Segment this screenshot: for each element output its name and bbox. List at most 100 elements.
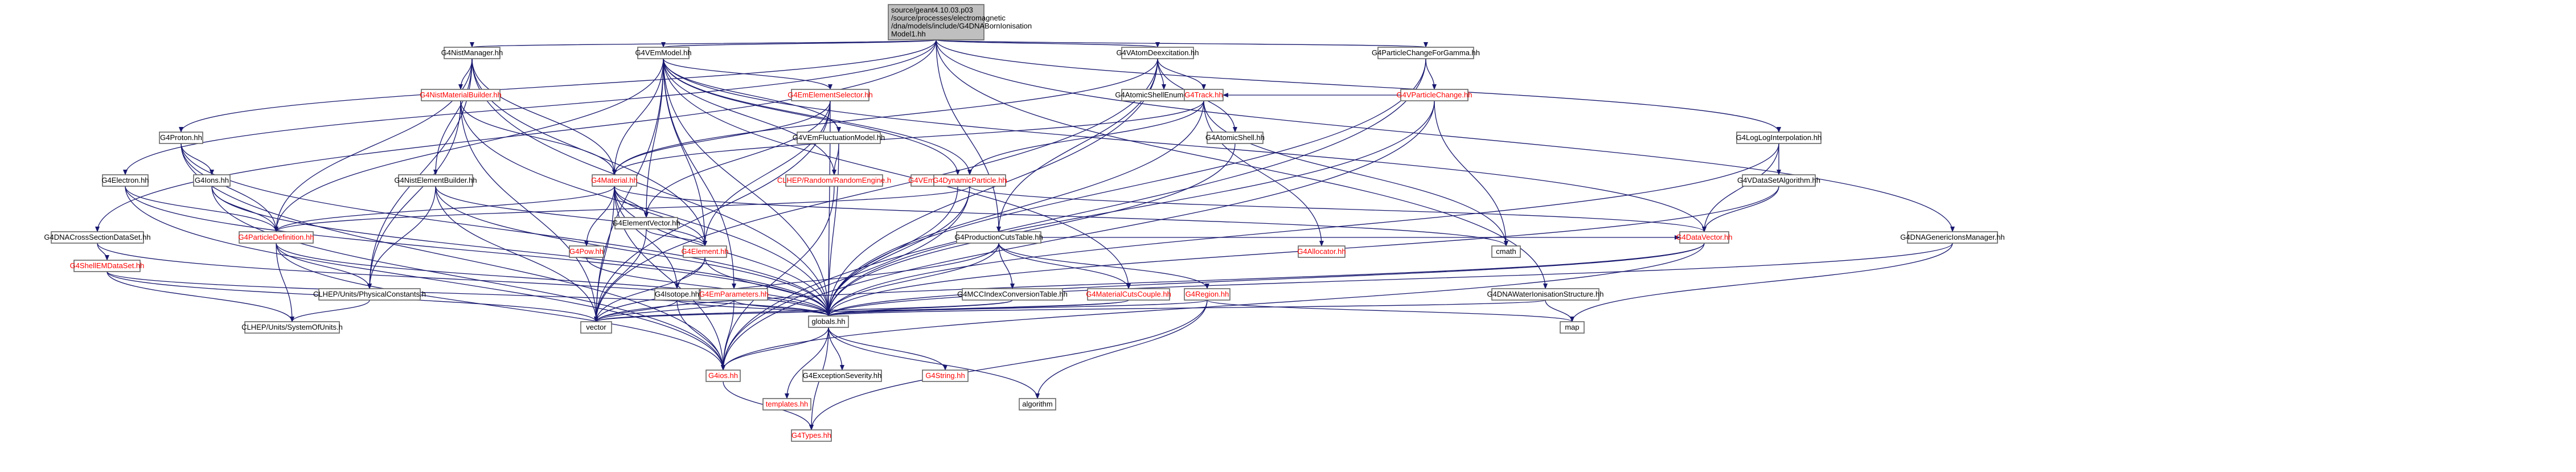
header-file-node[interactable]: G4DynamicParticle.hh xyxy=(933,174,1007,187)
node-box xyxy=(1298,245,1346,258)
node-label: G4Ions.hh xyxy=(195,176,229,184)
include-edge xyxy=(97,243,831,317)
include-edge xyxy=(460,100,617,175)
header-file-node[interactable]: G4DataVector.hh xyxy=(1676,231,1733,244)
include-edge xyxy=(721,186,835,371)
header-file-node[interactable]: G4NistMaterialBuilder.hh xyxy=(420,89,502,101)
header-file-node[interactable]: G4Material.hh xyxy=(591,174,638,187)
header-file-node[interactable]: algorithm xyxy=(1019,398,1056,411)
node-label: G4EmElementSelector.hh xyxy=(787,91,873,99)
include-edge xyxy=(826,186,970,317)
node-label: G4Material.hh xyxy=(591,176,638,184)
header-file-node[interactable]: cmath xyxy=(1491,245,1521,258)
node-label: G4ElementVector.hh xyxy=(612,219,680,227)
include-edge xyxy=(1035,299,1208,399)
include-edge xyxy=(290,299,370,322)
node-label: globals.hh xyxy=(811,317,845,326)
header-file-node[interactable]: G4VDataSetAlgorithm.hh xyxy=(1737,174,1820,187)
header-file-node[interactable]: CLHEP/Units/SystemOfUnits.h xyxy=(241,321,343,334)
node-label: G4NistManager.hh xyxy=(441,48,503,57)
header-file-node[interactable]: G4ProductionCutsTable.hh xyxy=(954,231,1043,244)
include-edge xyxy=(936,39,1781,133)
include-edge xyxy=(676,299,725,371)
node-label: G4VDataSetAlgorithm.hh xyxy=(1737,176,1820,184)
header-file-node[interactable]: G4ElementVector.hh xyxy=(612,217,680,229)
include-edge xyxy=(826,143,839,317)
include-edge xyxy=(125,186,831,317)
header-file-node[interactable]: G4Region.hh xyxy=(1184,288,1230,301)
header-file-node[interactable]: G4VParticleChange.hh xyxy=(1397,89,1472,101)
node-label: templates.hh xyxy=(766,400,808,408)
node-label: G4ParticleDefinition.hh xyxy=(239,233,314,241)
header-file-node[interactable]: G4Isotope.hh xyxy=(654,288,700,301)
header-file-node[interactable]: G4VEmModel.hh xyxy=(635,47,692,59)
header-file-node[interactable]: G4MaterialCutsCouple.hh xyxy=(1086,288,1171,301)
include-edge xyxy=(998,243,1131,289)
include-edge xyxy=(125,186,278,232)
header-file-node[interactable]: G4EmParameters.hh xyxy=(699,288,769,301)
header-file-node[interactable]: G4DNAWaterIonisationStructure.hh xyxy=(1487,288,1604,301)
header-file-node[interactable]: G4VEmFluctuationModel.hh xyxy=(793,132,885,144)
node-label: G4Isotope.hh xyxy=(655,290,699,298)
include-edge xyxy=(274,58,473,232)
header-file-node[interactable]: G4Element.hh xyxy=(681,245,729,258)
header-file-node[interactable]: vector xyxy=(580,321,612,334)
header-file-node[interactable]: CLHEP/Random/RandomEngine.h xyxy=(777,174,891,187)
node-box xyxy=(700,288,768,301)
header-file-node[interactable]: G4NistManager.hh xyxy=(441,47,503,59)
node-box xyxy=(102,174,149,187)
header-file-node[interactable]: G4ios.hh xyxy=(705,370,741,382)
header-file-node[interactable]: G4DNACrossSectionDataSet.hh xyxy=(44,231,151,244)
header-file-node[interactable]: G4Proton.hh xyxy=(159,132,203,144)
header-file-node[interactable]: G4Ions.hh xyxy=(193,174,231,187)
header-file-node[interactable]: G4String.hh xyxy=(922,370,969,382)
header-file-node[interactable]: map xyxy=(1560,321,1585,334)
node-label: G4ParticleChangeForGamma.hh xyxy=(1372,48,1480,57)
node-label: G4EmParameters.hh xyxy=(699,290,769,298)
include-edge xyxy=(460,100,831,317)
include-edge xyxy=(826,58,1158,317)
header-file-node[interactable]: G4NistElementBuilder.hh xyxy=(394,174,477,187)
header-file-node[interactable]: G4DNAGenericIonsManager.hh xyxy=(1900,231,2005,244)
include-edge xyxy=(969,186,1707,232)
header-file-node[interactable]: G4Electron.hh xyxy=(101,174,149,187)
include-edge xyxy=(614,186,1508,247)
node-label: /dna/models/include/G4DNABornIonisation xyxy=(891,22,1032,30)
header-file-node[interactable]: G4ParticleChangeForGamma.hh xyxy=(1372,47,1480,59)
header-file-node[interactable]: CLHEP/Units/PhysicalConstants.h xyxy=(313,288,426,301)
node-box xyxy=(239,231,314,244)
include-edge xyxy=(967,100,1204,175)
node-label: G4Region.hh xyxy=(1186,290,1229,298)
header-file-node[interactable]: G4VAtomDeexcitation.hh xyxy=(1117,47,1199,59)
header-file-node[interactable]: G4LogLogInterpolation.hh xyxy=(1736,132,1822,144)
include-edge xyxy=(274,186,970,232)
header-file-node[interactable]: globals.hh xyxy=(808,315,849,328)
node-box xyxy=(1736,132,1822,144)
header-file-node[interactable]: G4Track.hh xyxy=(1184,89,1224,101)
node-label: algorithm xyxy=(1022,400,1052,408)
include-edge xyxy=(1203,100,1324,247)
include-edge xyxy=(367,186,436,289)
include-edge xyxy=(594,58,664,322)
header-file-node[interactable]: G4AtomicShell.hh xyxy=(1205,132,1265,144)
header-file-node[interactable]: templates.hh xyxy=(762,398,811,411)
include-edge xyxy=(721,299,735,371)
include-edge xyxy=(936,39,1428,48)
include-edge xyxy=(586,257,831,317)
include-edge xyxy=(996,58,1158,232)
header-file-node[interactable]: G4ParticleDefinition.hh xyxy=(239,231,314,244)
include-edge xyxy=(1702,186,1779,232)
header-file-node[interactable]: G4Types.hh xyxy=(791,429,832,442)
node-label: cmath xyxy=(1496,247,1516,256)
header-file-node[interactable]: G4EmElementSelector.hh xyxy=(787,89,873,101)
header-file-node[interactable]: G4Pow.hh xyxy=(569,245,604,258)
node-label: G4LogLogInterpolation.hh xyxy=(1736,133,1822,142)
header-file-node[interactable]: G4MCCIndexConversionTable.hh xyxy=(957,288,1068,301)
node-box xyxy=(1184,89,1224,101)
include-edge xyxy=(594,299,1013,322)
node-box xyxy=(614,217,678,229)
include-edge xyxy=(1203,100,1508,247)
header-file-node[interactable]: G4ShellEMDataSet.hh xyxy=(70,260,145,272)
header-file-node[interactable]: G4ExceptionSeverity.hh xyxy=(802,370,882,382)
header-file-node[interactable]: G4Allocator.hh xyxy=(1297,245,1346,258)
